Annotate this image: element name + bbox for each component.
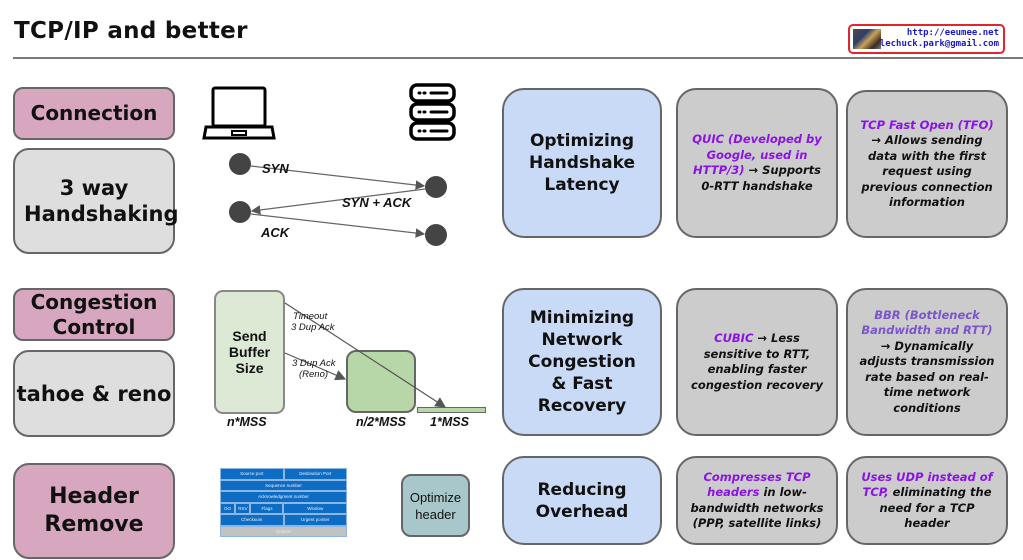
category-header-remove: Header Remove — [13, 463, 175, 559]
reno-label-1: 3 Dup Ack — [292, 358, 337, 369]
subject-tahoe-reno: tahoe & reno — [13, 350, 175, 437]
technique-text: in low-bandwidth networks (PPP, satellit… — [690, 485, 824, 530]
technique-text: eliminating the need for a TCP header — [879, 485, 992, 530]
tcp-field: DO — [220, 502, 236, 514]
subject-3-way-handshaking: 3 way Handshaking — [13, 148, 179, 254]
timeout-arrow — [284, 302, 447, 408]
tcp-field: Acknowledgment number — [220, 491, 347, 503]
goal-optimizing-handshake-latency: Optimizing Handshake Latency — [502, 88, 662, 238]
tcp-header-table: Source port Destination Port Sequence nu… — [220, 468, 347, 537]
ack-arrow — [250, 213, 426, 238]
tcp-field: RSV — [235, 502, 251, 514]
subject-label: 3 way Handshaking — [24, 176, 179, 226]
technique-text: → Allows sending data with the first req… — [861, 133, 993, 209]
technique-bbr: BBR (Bottleneck Bandwidth and RTT) → Dyn… — [846, 288, 1008, 436]
category-label: Header Remove — [44, 484, 144, 537]
tcp-field: Window — [283, 502, 347, 514]
syn-label: SYN — [262, 161, 289, 176]
optimize-header-label: Optimize header — [409, 489, 462, 522]
technique-text: → Dynamically adjusts transmission rate … — [859, 338, 995, 415]
reno-label-2: (Reno) — [299, 369, 328, 380]
send-buffer-full: Send Buffer Size — [214, 290, 285, 414]
syn-arrow — [250, 165, 426, 190]
optimize-header-box: Optimize header — [401, 474, 470, 537]
technique-tcp-fast-open: TCP Fast Open (TFO) → Allows sending dat… — [846, 90, 1008, 238]
tcp-field: Destination Port — [283, 468, 347, 480]
congestion-diagram: Timeout 3 Dup Ack 3 Dup Ack (Reno) n*MSS… — [227, 302, 470, 429]
tcp-field: Source port — [220, 468, 284, 480]
technique-text: → Less sensitive to RTT, enabling faster… — [691, 331, 823, 392]
goal-minimizing-congestion: Minimizing Network Congestion & Fast Rec… — [502, 288, 662, 436]
syn-ack-arrow — [250, 188, 426, 215]
page-title: TCP/IP and better — [14, 18, 248, 44]
technique-highlight: Compresses TCP headers — [703, 469, 811, 500]
technique-udp: Uses UDP instead of TCP, eliminating the… — [846, 456, 1008, 545]
timeout-label-2: 3 Dup Ack — [291, 322, 336, 333]
goal-reducing-overhead: Reducing Overhead — [502, 456, 662, 545]
syn-ack-label: SYN + ACK — [342, 195, 413, 210]
technique-highlight: QUIC (Developed by Google, used in HTTP/… — [692, 132, 822, 177]
technique-highlight: TCP Fast Open (TFO) — [860, 117, 994, 132]
author-thumbnail — [853, 29, 881, 49]
goal-label: Reducing Overhead — [535, 479, 629, 522]
send-buffer-half — [346, 350, 416, 413]
laptop-icon — [202, 86, 276, 140]
size-label-one: 1*MSS — [430, 415, 470, 429]
technique-cubic: CUBIC → Less sensitive to RTT, enabling … — [676, 288, 838, 436]
server-icon — [409, 83, 456, 141]
server-node-1 — [425, 176, 447, 198]
size-label-n-half: n/2*MSS — [356, 415, 407, 429]
technique-highlight: BBR (Bottleneck Bandwidth and RTT) — [861, 307, 993, 338]
timeout-label-1: Timeout — [293, 311, 328, 322]
tcp-field: Checksum — [220, 514, 284, 526]
tcp-field-options: Options — [220, 525, 347, 537]
technique-highlight: Uses UDP instead of TCP, — [861, 469, 993, 500]
tcp-field: Urgent pointer — [283, 514, 347, 526]
send-buffer-one — [417, 407, 486, 413]
category-label: Congestion Control — [30, 289, 158, 339]
ack-label: ACK — [260, 225, 291, 240]
author-email[interactable]: lechuck.park@gmail.com — [879, 39, 999, 49]
technique-header-compression: Compresses TCP headers in low-bandwidth … — [676, 456, 838, 545]
category-connection: Connection — [13, 87, 175, 140]
tcp-field: Flags — [250, 502, 284, 514]
technique-highlight: CUBIC — [714, 331, 754, 345]
tcp-field: Sequence number — [220, 479, 347, 491]
client-node-2 — [229, 201, 251, 223]
category-congestion-control: Congestion Control — [13, 288, 175, 341]
technique-quic: QUIC (Developed by Google, used in HTTP/… — [676, 88, 838, 238]
goal-label: Optimizing Handshake Latency — [528, 131, 636, 195]
handshake-diagram: SYN SYN + ACK ACK — [202, 83, 456, 246]
size-label-n: n*MSS — [227, 415, 267, 429]
send-buffer-label: Send Buffer Size — [228, 328, 271, 376]
goal-label: Minimizing Network Congestion & Fast Rec… — [528, 308, 636, 416]
title-divider — [13, 57, 1023, 59]
client-node-1 — [229, 153, 251, 175]
technique-text: → Supports 0-RTT handshake — [701, 163, 821, 193]
server-node-2 — [425, 224, 447, 246]
author-badge[interactable]: http://eeumee.net lechuck.park@gmail.com — [848, 24, 1005, 54]
reno-arrow — [284, 352, 347, 381]
author-url[interactable]: http://eeumee.net — [906, 28, 999, 38]
